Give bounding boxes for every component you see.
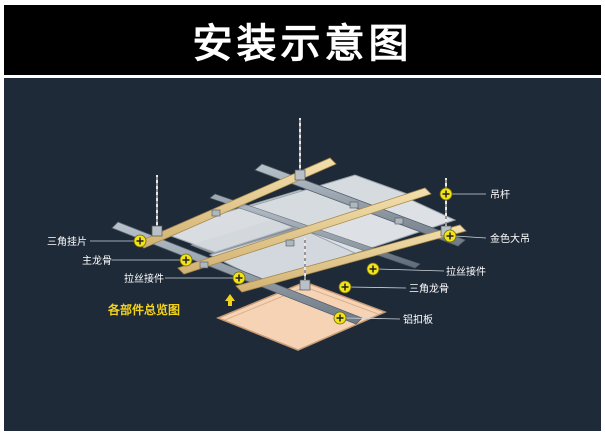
hanging-rod [294,118,306,181]
label-overview: 各部件总览图 [107,302,180,317]
main-keel-steel [254,163,466,247]
label-jin-se-da-diao: 金色大吊 [490,232,530,245]
plus-marker-icon [338,280,352,294]
plus-marker-icon [366,262,380,276]
clips [199,201,404,269]
hanging-rod [440,178,452,237]
clip [199,261,209,269]
clip [285,239,295,247]
label-la-si-jie-jian-right: 拉丝接件 [446,265,486,278]
label-san-jiao-long-gu: 三角龙骨 [409,282,449,295]
markers [133,187,457,325]
plus-marker-icon [232,271,246,285]
label-zhu-long-gu: 主龙骨 [82,254,112,267]
plus-marker-icon [179,253,193,267]
wood-keels [137,157,467,293]
label-lv-kou-ban: 铝扣板 [403,313,433,326]
arrow-up-icon [225,294,235,306]
plus-marker-icon [333,311,347,325]
clip [394,217,404,225]
labels: 吊杆 金色大吊 拉丝接件 三角龙骨 铝扣板 三角挂片 主龙骨 拉丝接件 各部件总… [47,189,530,326]
hanging-rod [299,238,311,291]
title-bar: 安装示意图 [4,5,601,75]
clip [211,209,221,217]
clip [349,201,359,209]
label-la-si-jie-jian-left: 拉丝接件 [124,272,164,285]
cross-keel-wood [235,224,467,293]
plus-marker-icon [443,229,457,243]
label-san-jiao-gua-pian: 三角挂片 [47,235,87,248]
plus-marker-icon [439,187,453,201]
leader-lines [90,193,487,320]
hanging-rod [151,175,163,237]
page-title: 安装示意图 [192,21,413,67]
aluminium-panel [216,281,387,351]
hanging-rods [151,118,452,291]
cross-keel-wood [177,187,432,275]
label-diao-gan: 吊杆 [490,189,510,201]
plus-marker-icon [133,234,147,248]
